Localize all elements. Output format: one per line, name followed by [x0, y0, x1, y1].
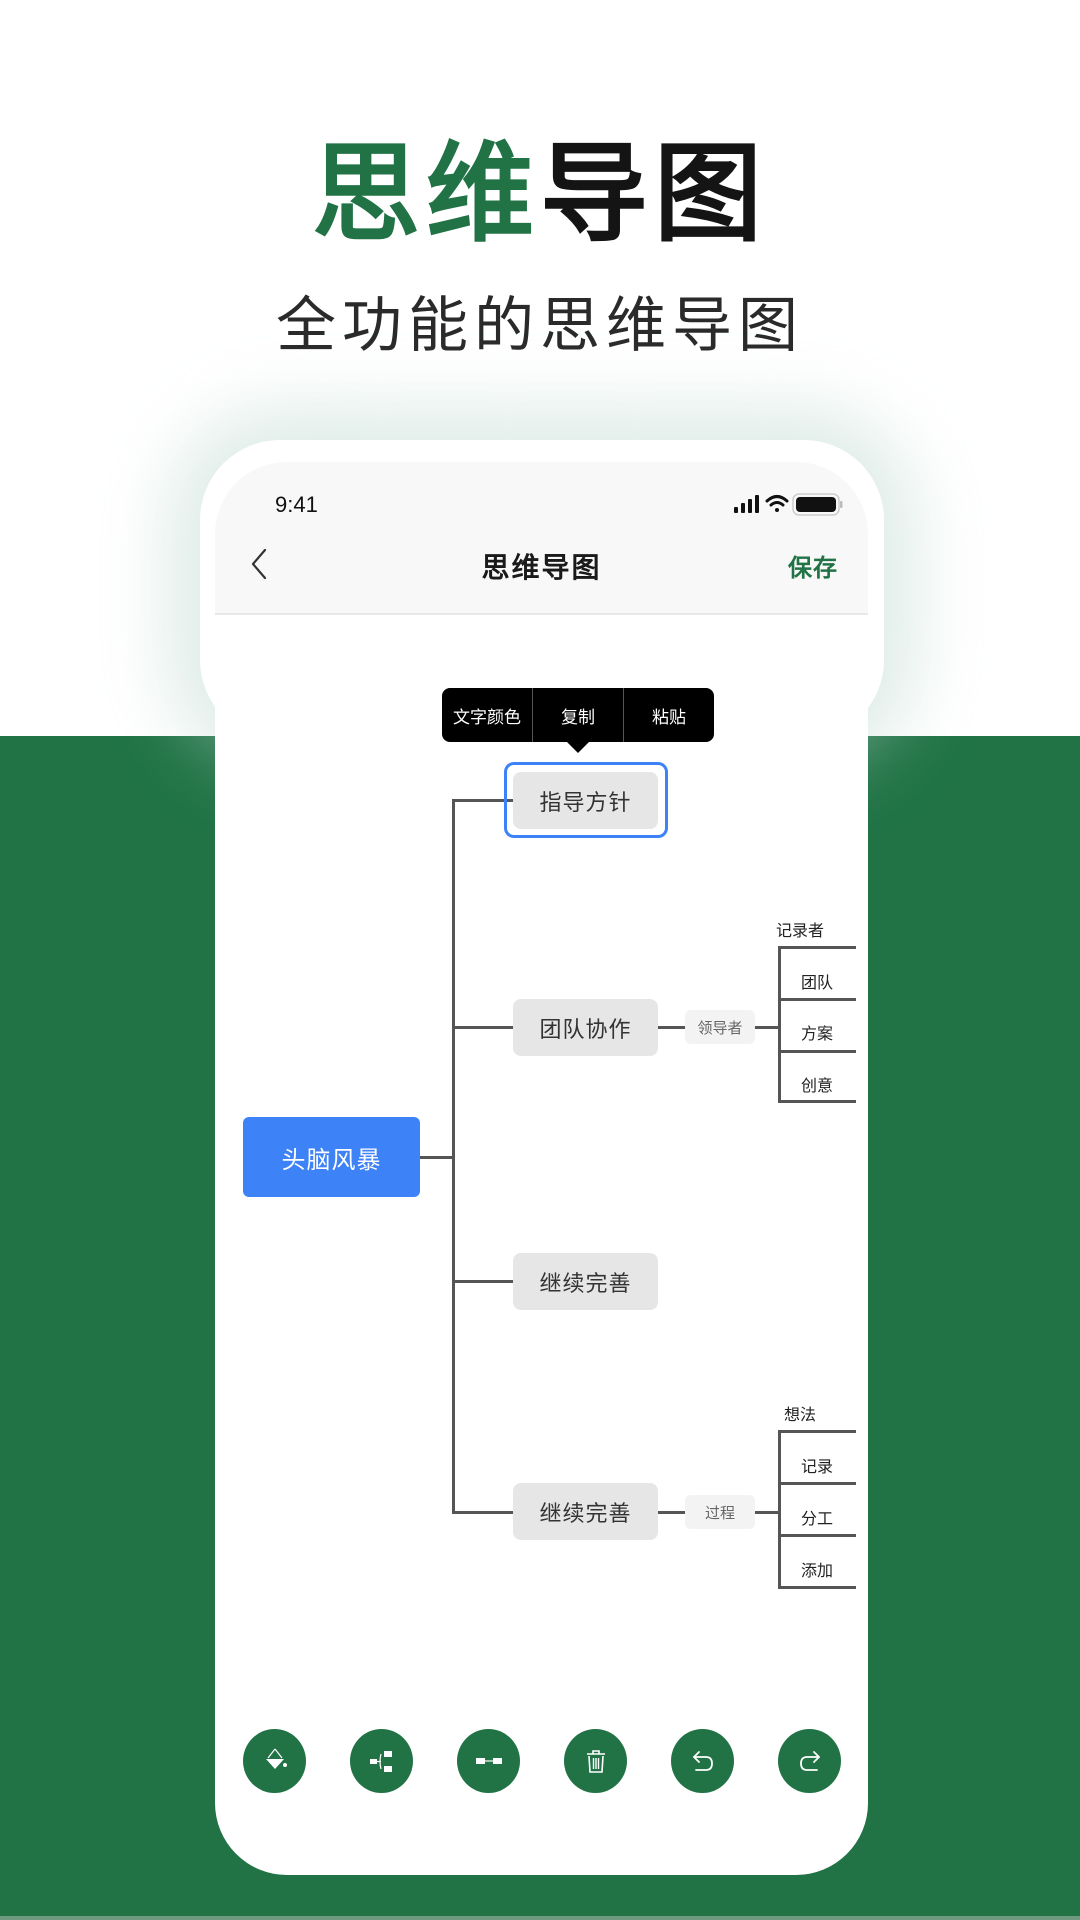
chevron-left-icon — [251, 548, 267, 580]
leaf-record[interactable]: 记录 — [800, 1457, 833, 1476]
sub-connector-process-in — [658, 1511, 685, 1514]
branch-connector-4 — [452, 1511, 513, 1514]
leaf-underline — [778, 1534, 856, 1537]
add-sibling-node-button[interactable] — [457, 1729, 520, 1793]
sub-connector-leader-in — [658, 1026, 685, 1029]
sub-node-leader[interactable]: 领导者 — [685, 1010, 755, 1044]
leaf-team[interactable]: 团队 — [800, 973, 833, 992]
leaf-underline — [778, 1430, 856, 1433]
undo-button[interactable] — [671, 1729, 734, 1793]
sub-connector-leader-out — [755, 1026, 779, 1029]
fill-color-button[interactable] — [243, 1729, 306, 1793]
fill-color-icon — [265, 1748, 287, 1769]
leaf-recorder[interactable]: 记录者 — [775, 921, 824, 940]
context-menu-arrow — [566, 741, 590, 753]
leaf-plan[interactable]: 方案 — [800, 1024, 833, 1043]
battery-icon — [792, 493, 843, 516]
menu-item-copy[interactable]: 复制 — [532, 688, 623, 742]
root-connector — [420, 1156, 453, 1159]
leaf-underline — [778, 946, 856, 949]
branch-connector-3 — [452, 1280, 513, 1283]
bottom-strip — [0, 1916, 1080, 1920]
hero-subtitle: 全功能的思维导图 — [276, 291, 804, 361]
leaf-underline — [778, 1100, 856, 1103]
leaf-creativity[interactable]: 创意 — [800, 1076, 833, 1095]
hero-title-accent: 思维 — [311, 132, 540, 257]
selection-outline — [504, 762, 668, 838]
page-title: 思维导图 — [481, 551, 602, 584]
app-header: 9:41 — [215, 462, 868, 615]
redo-button[interactable] — [778, 1729, 841, 1793]
save-button[interactable]: 保存 — [788, 554, 838, 582]
leaf-bracket-leader — [778, 946, 781, 1102]
leaf-idea[interactable]: 想法 — [783, 1405, 816, 1424]
leaf-underline — [778, 1482, 856, 1485]
add-sibling-node-icon — [475, 1758, 502, 1764]
add-child-node-icon — [369, 1751, 392, 1772]
trunk-vertical — [452, 800, 455, 1514]
leaf-bracket-process — [778, 1430, 781, 1588]
leaf-underline — [778, 998, 856, 1001]
phone-mockup: 9:41 — [215, 462, 868, 1875]
hero-title-rest: 导图 — [540, 132, 769, 257]
redo-icon — [799, 1751, 820, 1771]
status-time: 9:41 — [275, 492, 318, 517]
branch-node-improve-1[interactable]: 继续完善 — [513, 1253, 658, 1310]
sub-connector-process-out — [755, 1511, 779, 1514]
leaf-underline — [778, 1050, 856, 1053]
branch-node-guidelines[interactable]: 指导方针 — [513, 772, 658, 829]
leaf-add[interactable]: 添加 — [800, 1561, 833, 1580]
wifi-icon — [765, 495, 789, 512]
delete-icon — [586, 1750, 605, 1773]
root-node[interactable]: 头脑风暴 — [243, 1117, 420, 1197]
signal-icon — [734, 495, 759, 513]
status-icons — [734, 492, 844, 516]
leaf-underline — [778, 1586, 856, 1589]
sub-node-process[interactable]: 过程 — [685, 1495, 755, 1529]
branch-connector-2 — [452, 1026, 513, 1029]
menu-item-text-color[interactable]: 文字颜色 — [453, 707, 521, 728]
undo-icon — [692, 1751, 713, 1771]
branch-node-teamwork[interactable]: 团队协作 — [513, 999, 658, 1056]
back-button[interactable] — [245, 544, 275, 584]
add-child-node-button[interactable] — [350, 1729, 413, 1793]
delete-button[interactable] — [564, 1729, 627, 1793]
context-menu: 文字颜色 复制 粘贴 — [442, 688, 714, 742]
bottom-toolbar — [215, 1729, 868, 1793]
leaf-division[interactable]: 分工 — [800, 1509, 833, 1528]
branch-connector-1 — [452, 799, 513, 802]
hero-title: 思维导图 — [0, 130, 1080, 260]
branch-node-improve-2[interactable]: 继续完善 — [513, 1483, 658, 1540]
menu-item-paste[interactable]: 粘贴 — [623, 688, 714, 742]
